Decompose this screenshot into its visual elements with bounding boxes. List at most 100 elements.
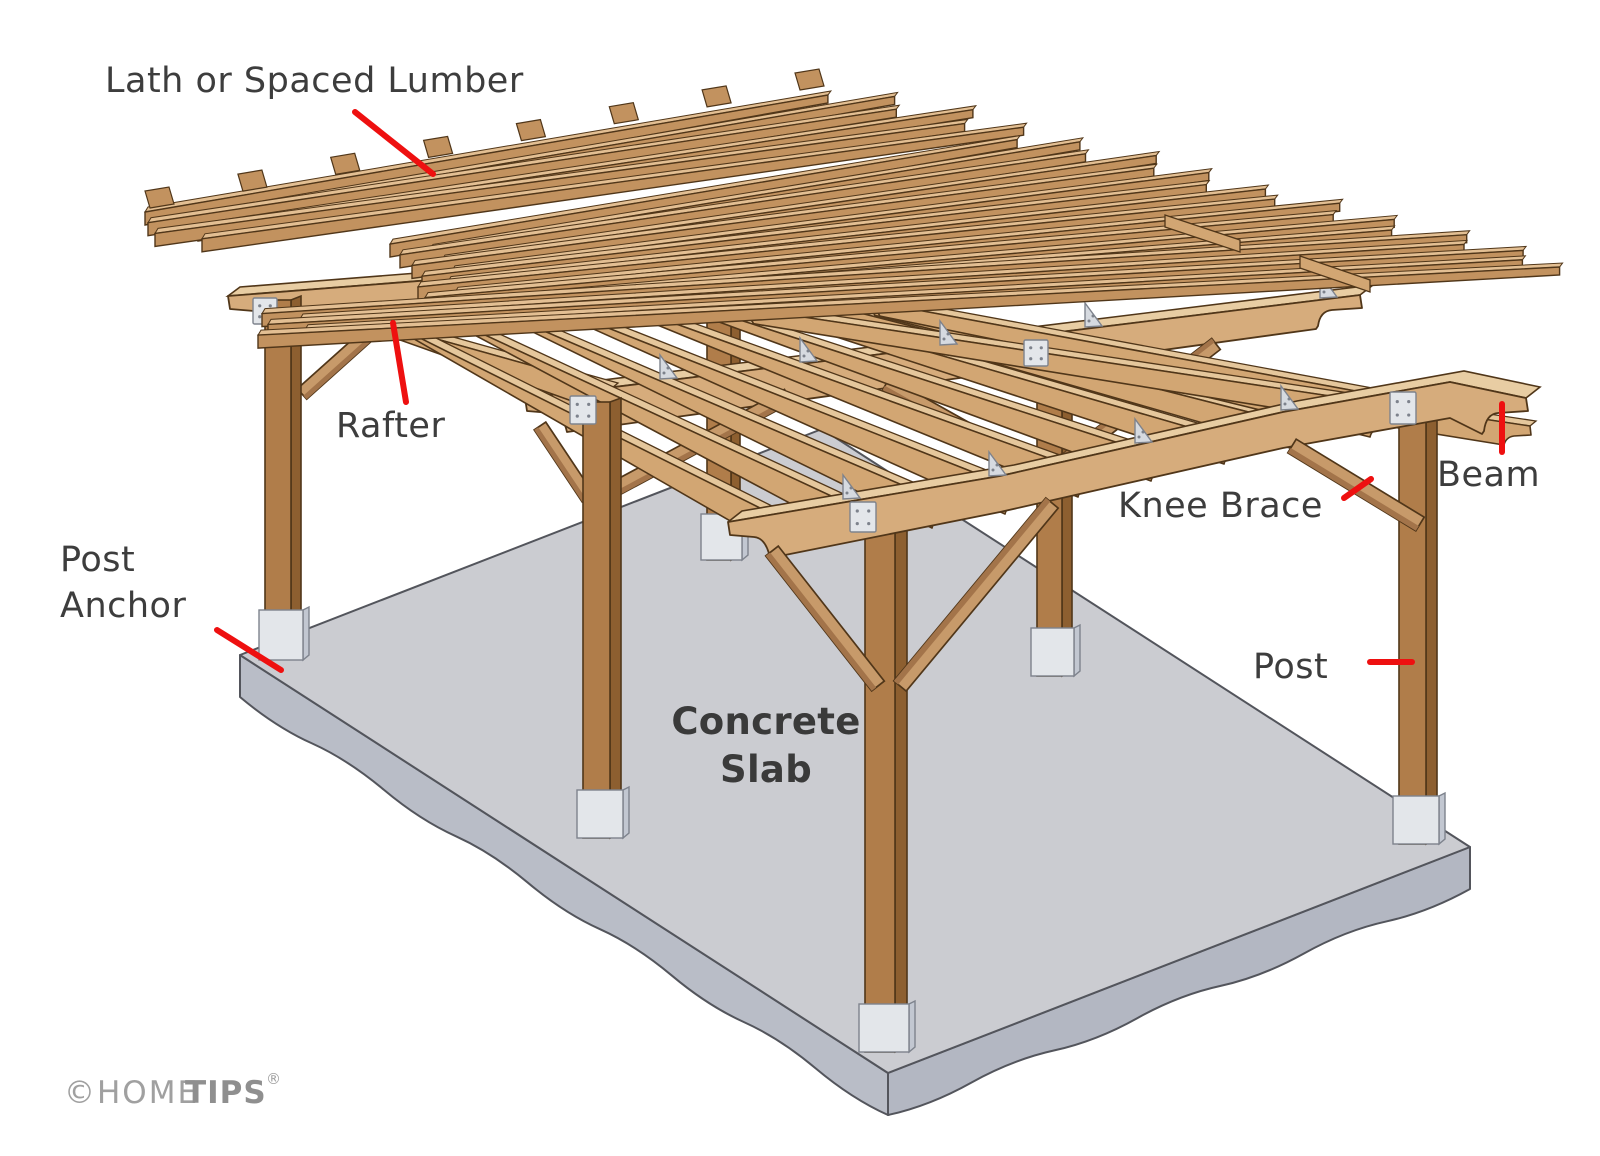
lath-tail xyxy=(515,118,547,142)
bracket-screw xyxy=(802,354,806,358)
plate-screw xyxy=(587,402,591,406)
lath-tail xyxy=(144,186,175,209)
plate-screw xyxy=(1407,400,1411,404)
bracket-screw xyxy=(662,371,666,375)
plate-screw xyxy=(258,304,262,308)
rafter-tail xyxy=(1299,255,1371,293)
lath-tail xyxy=(329,152,361,175)
logo-copyright-home: ©HOME xyxy=(64,1075,199,1111)
post-mid-left-side xyxy=(609,396,622,840)
label-post: Post xyxy=(1253,647,1328,687)
rafter-tie-bracket xyxy=(939,318,959,346)
labels: Lath or Spaced LumberRafterPostAnchorKne… xyxy=(60,61,1540,791)
tie-plates-rear xyxy=(252,261,1049,425)
post-anchor-metal xyxy=(576,789,624,839)
post-right-face xyxy=(1398,394,1427,845)
plate-screw xyxy=(1395,413,1399,417)
post-anchor-metal xyxy=(1030,627,1075,677)
rafter-tie-bracket xyxy=(799,335,819,363)
plate-screw xyxy=(1407,413,1411,417)
lath-tail xyxy=(422,135,454,159)
rafter-tie-bracket xyxy=(988,449,1008,477)
leader-lath xyxy=(352,109,436,177)
post-left-side xyxy=(290,294,302,660)
bracket-screw xyxy=(666,366,670,370)
beam-front-group xyxy=(727,370,1542,559)
label-beam: Beam xyxy=(1437,455,1540,495)
logo-registered-mark: ® xyxy=(266,1070,281,1088)
tie-plate-post-mid-left xyxy=(569,395,597,425)
beam-front-face xyxy=(727,381,1529,559)
plate-screw xyxy=(1039,357,1043,361)
tie-plate-post-front-center-metal xyxy=(849,501,877,533)
lath-spaced-lumber xyxy=(144,68,1564,349)
concrete-slab xyxy=(239,428,1471,1116)
leader-post-anchor xyxy=(214,627,284,673)
label-post-anchor-1: Post xyxy=(60,540,135,580)
lath-strip xyxy=(201,122,1028,253)
post-mid-left-face xyxy=(582,401,611,839)
rafter-tie-bracket xyxy=(659,352,679,380)
plate-screw xyxy=(258,315,262,319)
plate-screw xyxy=(867,509,871,513)
lath-strip xyxy=(257,262,1564,349)
post-left xyxy=(264,294,302,660)
bracket-screw xyxy=(946,332,950,336)
bracket-screw xyxy=(1283,402,1287,406)
bracket-screw xyxy=(806,349,810,353)
post-anchor-metal-side xyxy=(1438,791,1446,846)
tie-plate-post-back-mid-metal xyxy=(1023,339,1049,367)
rafter-tie-bracket xyxy=(1134,416,1154,444)
post-mid-left-anchor xyxy=(576,785,630,840)
slab-top xyxy=(239,428,1471,1074)
post-front-center xyxy=(864,499,908,1054)
tie-plate-post-right-metal xyxy=(1389,391,1417,425)
bracket-screw xyxy=(995,463,999,467)
knee-brace-frontcenter-a-shade xyxy=(765,552,877,691)
leader-rafter xyxy=(390,320,409,405)
rafter-tail xyxy=(1164,214,1241,253)
post-anchor-metal xyxy=(1392,795,1440,845)
post-anchor-metal xyxy=(258,609,304,661)
front-left-posts xyxy=(258,294,630,840)
label-knee-brace: Knee Brace xyxy=(1118,486,1323,526)
knee-brace-midleft-a-shade xyxy=(534,427,587,502)
plate-screw xyxy=(587,414,591,418)
rafters xyxy=(338,290,1538,554)
knee-brace-frontcenter-b xyxy=(892,496,1060,693)
bracket-screw xyxy=(845,491,849,495)
lath-tail xyxy=(608,102,640,125)
rafter-tie-bracket xyxy=(1084,300,1104,328)
lath-tail xyxy=(794,68,825,91)
plate-screw xyxy=(268,304,272,308)
tie-plate-post-right xyxy=(1389,391,1417,425)
bracket-screw xyxy=(991,468,995,472)
post-anchor-metal-side xyxy=(622,785,630,840)
slab-side-right xyxy=(887,846,1471,1116)
leader-knee-brace xyxy=(1341,476,1374,501)
post-front-center-side xyxy=(894,499,908,1054)
label-concrete-2: Slab xyxy=(720,748,812,791)
post-left-face xyxy=(264,299,292,659)
logo-tips: TIPS xyxy=(185,1075,267,1111)
beam-front xyxy=(727,370,1542,559)
post-mid-left xyxy=(582,396,622,840)
post-anchor-metal-side xyxy=(908,999,916,1054)
bracket-screw xyxy=(1091,314,1095,318)
post-anchor-metal xyxy=(858,1003,910,1053)
bracket-screw xyxy=(1287,397,1291,401)
lath-strip-face xyxy=(201,126,1025,253)
plate-screw xyxy=(575,414,579,418)
label-post-anchor-2: Anchor xyxy=(60,586,186,626)
bracket-screw xyxy=(1137,435,1141,439)
plate-screw xyxy=(867,522,871,526)
post-front-center-face xyxy=(864,504,896,1053)
bracket-screw xyxy=(1087,319,1091,323)
knee-brace-frontcenter-b-shade xyxy=(893,497,1051,685)
tie-plate-post-mid-left-metal xyxy=(569,395,597,425)
lath-tail xyxy=(701,85,732,108)
post-back-mid-anchor xyxy=(1030,623,1081,678)
plate-screw xyxy=(1039,346,1043,350)
